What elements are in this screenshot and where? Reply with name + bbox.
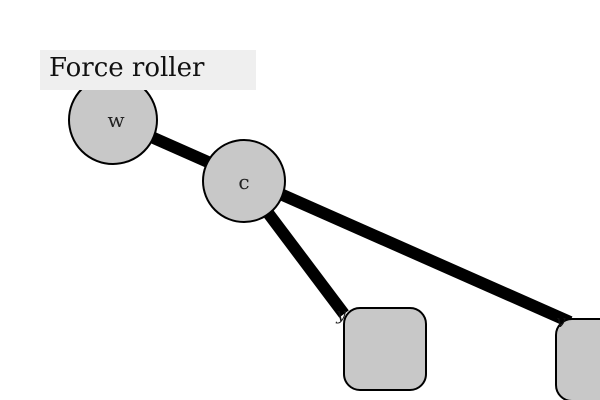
node-y[interactable]: y — [335, 305, 427, 391]
node-c-shape — [202, 139, 286, 223]
node-y-label: y — [335, 305, 346, 325]
node-c-label: c — [238, 170, 249, 194]
edge-w-v — [110, 114, 573, 328]
node-v-shape — [555, 318, 600, 400]
node-y-shape — [343, 307, 427, 391]
node-v-label: v — [556, 312, 566, 332]
node-c[interactable]: c — [202, 139, 286, 223]
title-bar: Force roller — [40, 50, 256, 90]
diagram-title: Force roller — [49, 53, 205, 83]
node-v[interactable]: v — [555, 312, 600, 400]
node-w-label: w — [107, 108, 124, 132]
